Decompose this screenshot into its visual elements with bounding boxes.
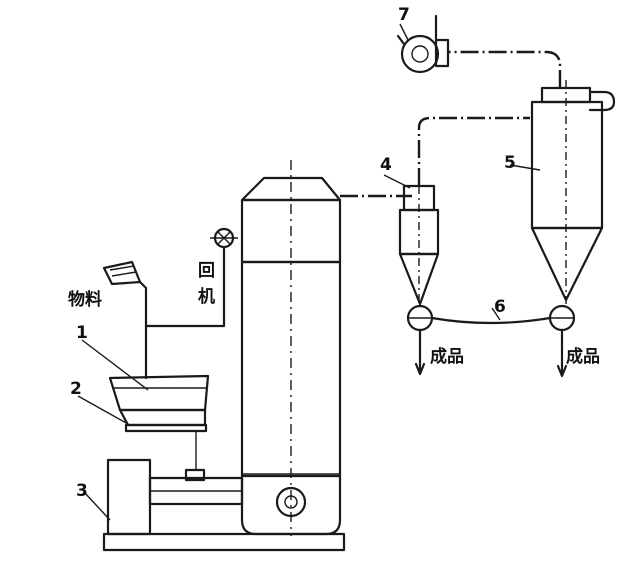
leader-4 [383, 174, 411, 189]
duct-to-filter [417, 116, 530, 186]
label-2: 2 [70, 379, 82, 399]
arrow-down-right-icon [556, 364, 568, 378]
label-7: 7 [398, 5, 410, 25]
cyclone-large [530, 80, 616, 378]
label-product-left: 成品 [430, 346, 464, 367]
main-dryer-column [240, 160, 342, 536]
leader-1 [81, 339, 149, 391]
label-1: 1 [76, 323, 88, 343]
duct-to-fan [448, 50, 562, 88]
return-pipe [144, 227, 238, 328]
label-return-2: 机 [198, 286, 215, 307]
cyclone-small [398, 150, 440, 376]
label-5: 5 [504, 153, 516, 173]
label-4: 4 [380, 155, 392, 175]
label-material: 物料 [68, 289, 102, 310]
feeder-disc [118, 408, 208, 482]
leader-3 [83, 491, 111, 521]
label-return-1: 回 [198, 261, 215, 281]
feed-hopper [108, 374, 210, 412]
motor [106, 458, 244, 536]
leader-6 [491, 307, 501, 321]
material-inlet [102, 260, 148, 380]
base-plate [102, 532, 346, 552]
leader-2 [77, 395, 129, 425]
label-6: 6 [494, 297, 506, 317]
leader-5 [509, 164, 541, 171]
leader-7 [399, 23, 409, 41]
exhaust-fan [396, 14, 450, 74]
arrow-down-left-icon [414, 362, 426, 376]
conveyor-link [430, 316, 552, 325]
label-3: 3 [76, 481, 88, 501]
label-product-right: 成品 [566, 346, 600, 367]
